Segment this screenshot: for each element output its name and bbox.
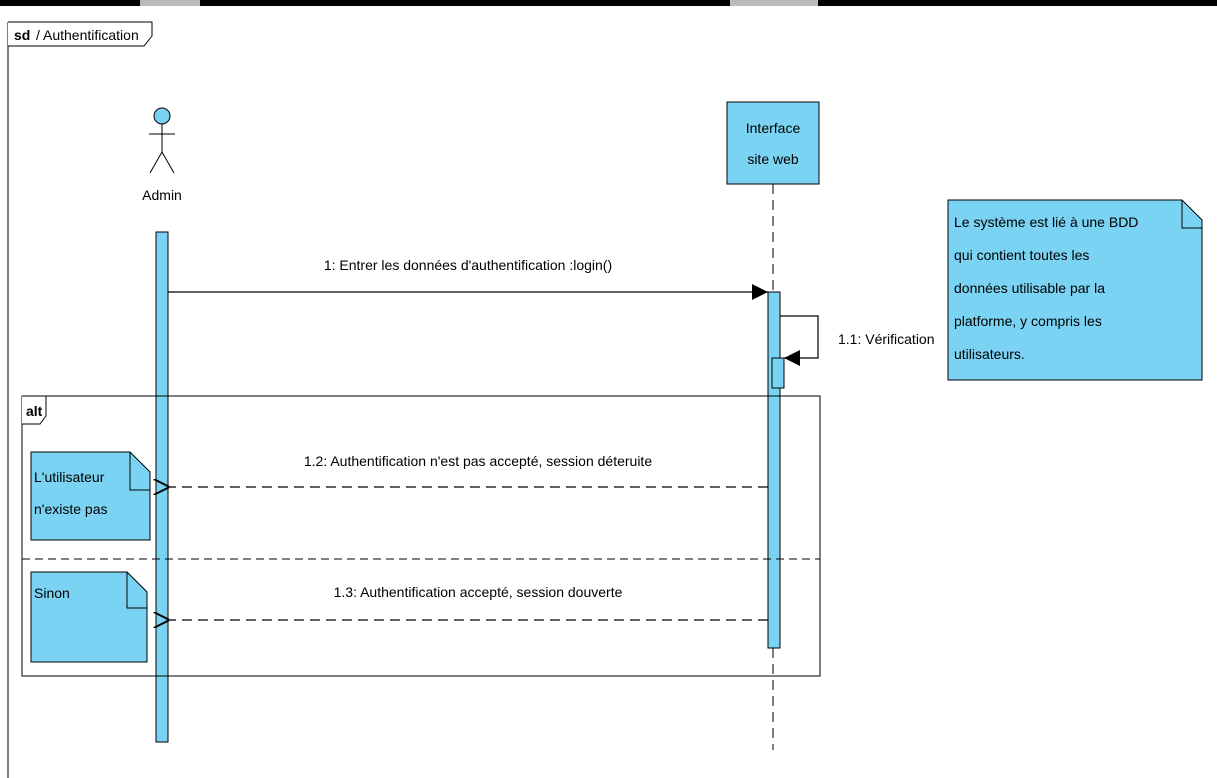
message-verification-label: 1.1: Vérification (838, 331, 935, 347)
lifeline-label-2: site web (747, 151, 799, 167)
message-login[interactable]: 1: Entrer les données d'authentification… (168, 257, 768, 300)
note-system[interactable]: Le système est lié à une BDD qui contien… (947, 199, 1203, 381)
lifeline-interface[interactable]: Interface site web (726, 101, 820, 185)
note-user-missing[interactable]: L'utilisateur n'existe pas (30, 451, 151, 541)
message-verification[interactable]: 1.1: Vérification (780, 315, 935, 366)
interface-activation (767, 291, 781, 649)
actor-name: Admin (142, 187, 182, 203)
note-system-line-3: données utilisable par la (954, 280, 1105, 296)
actor-head (153, 107, 171, 125)
message-rejected-label: 1.2: Authentification n'est pas accepté,… (304, 453, 652, 469)
lifeline-head (726, 101, 820, 185)
self-call-activation (771, 357, 785, 389)
top-edge (0, 0, 1217, 6)
actor-activation (155, 231, 169, 743)
note-else[interactable]: Sinon (30, 571, 148, 663)
message-login-label: 1: Entrer les données d'authentification… (324, 257, 612, 273)
frame-title: / Authentification (36, 27, 139, 43)
message-accepted-label: 1.3: Authentification accepté, session d… (334, 584, 623, 600)
note-system-line-1: Le système est lié à une BDD (954, 214, 1138, 230)
note-system-line-4: platforme, y compris les (954, 313, 1102, 329)
frame-keyword: sd (14, 27, 30, 43)
actor-admin[interactable]: Admin (142, 107, 182, 203)
note-user-missing-line-2: n'existe pas (34, 501, 108, 517)
alt-operator: alt (26, 403, 43, 419)
alt-fragment: alt (21, 395, 821, 677)
note-system-line-2: qui contient toutes les (954, 247, 1089, 263)
message-rejected[interactable]: 1.2: Authentification n'est pas accepté,… (168, 453, 768, 487)
note-system-line-5: utilisateurs. (954, 346, 1025, 362)
note-user-missing-line-1: L'utilisateur (34, 469, 105, 485)
diagram-frame: sd / Authentification (7, 21, 153, 778)
message-accepted[interactable]: 1.3: Authentification accepté, session d… (168, 584, 768, 620)
note-else-line-1: Sinon (34, 585, 70, 601)
lifeline-label-1: Interface (746, 120, 801, 136)
